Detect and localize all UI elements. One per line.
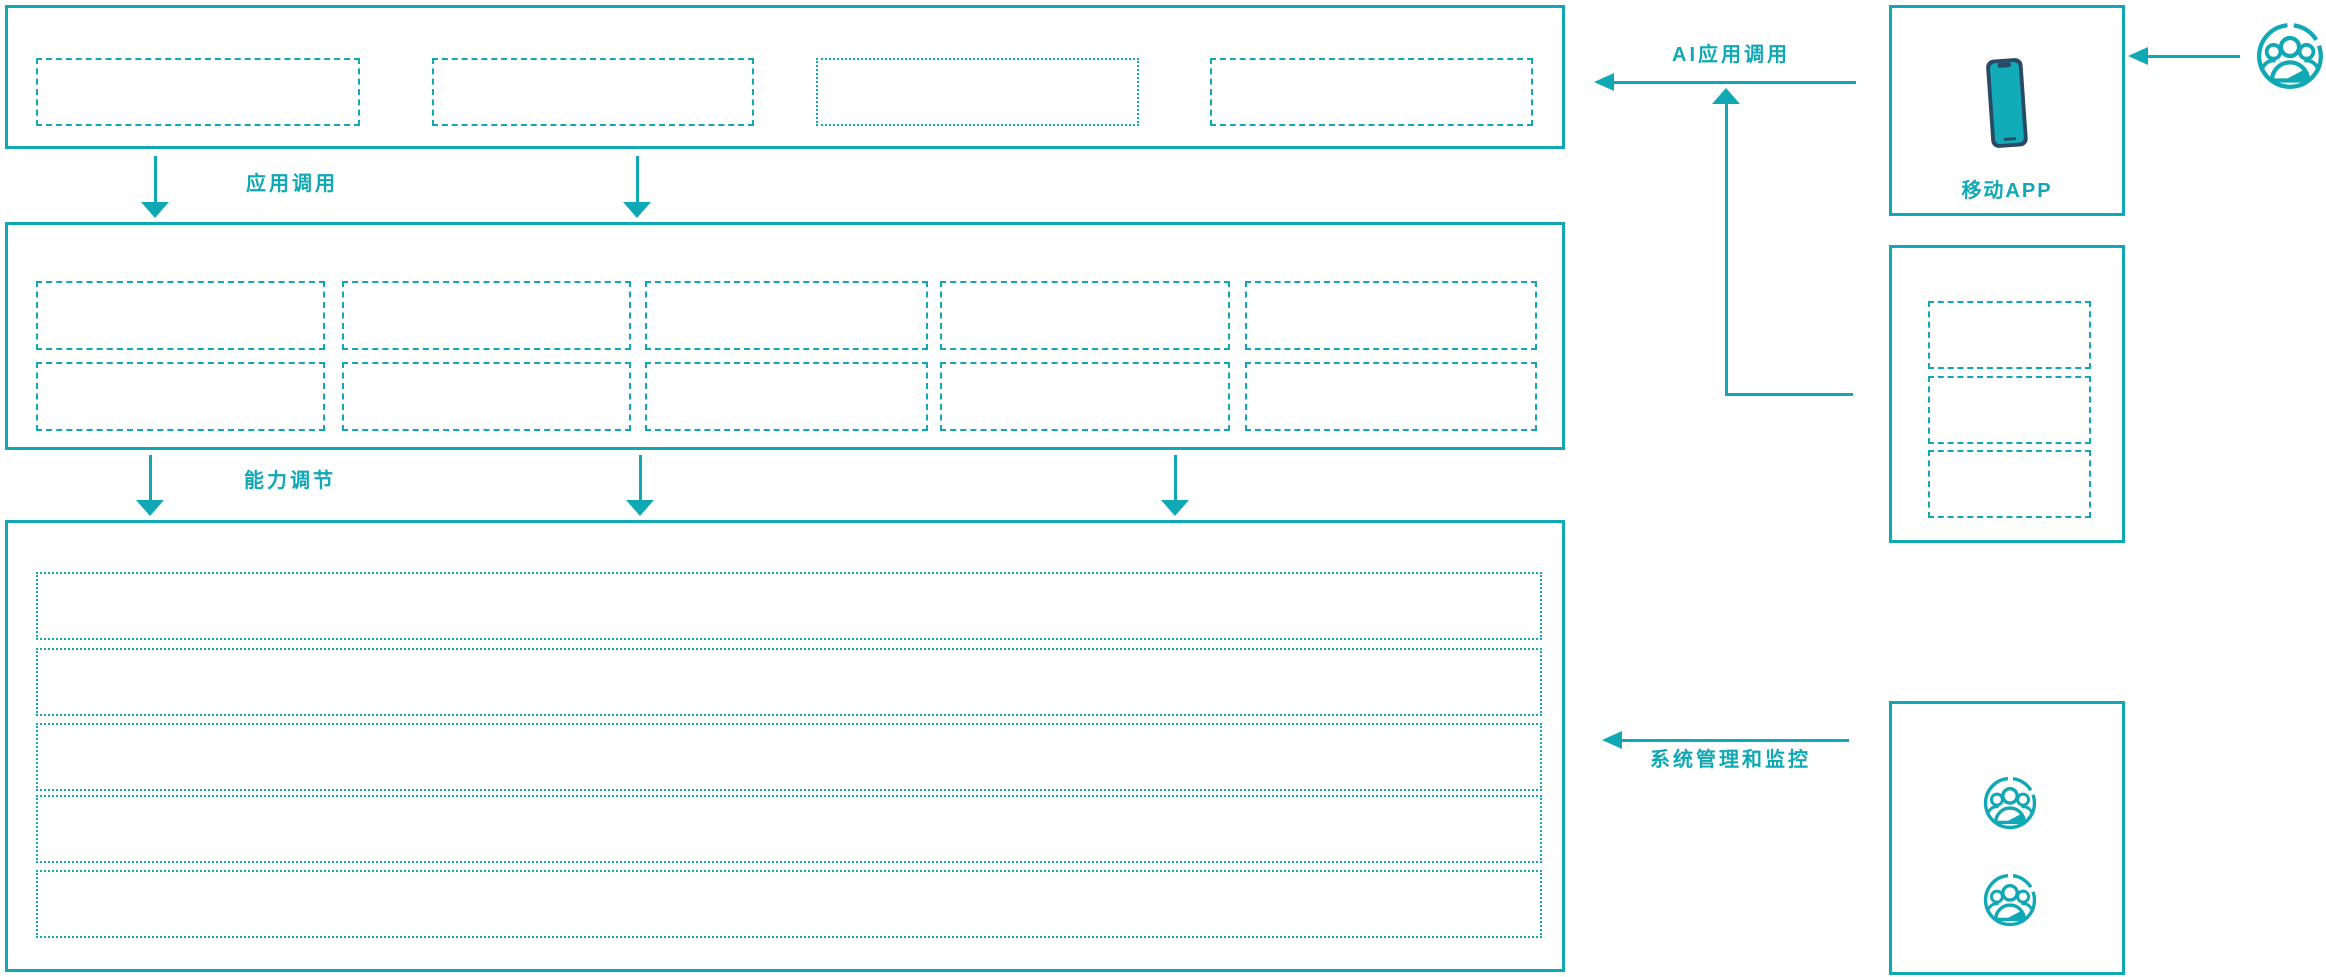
right-middle-slot-2	[1928, 376, 2091, 444]
capability-slot-r1c5	[1245, 281, 1537, 350]
system-monitor-arrowhead	[1602, 731, 1622, 749]
app-slot-2	[432, 58, 754, 126]
capability-slot-r1c3	[645, 281, 928, 350]
ai-app-call-arrow-line	[1614, 81, 1856, 84]
users-group-icon	[1983, 776, 2037, 830]
app-call-arrowhead-1	[141, 202, 169, 218]
capability-arrow-line-2	[639, 455, 642, 502]
capability-arrowhead-3	[1161, 500, 1189, 516]
capability-arrow-line-1	[149, 455, 152, 502]
connector-vertical-line	[1725, 102, 1728, 396]
capability-arrowhead-2	[626, 500, 654, 516]
capability-slot-r1c2	[342, 281, 631, 350]
platform-row-2	[36, 648, 1542, 716]
app-call-arrow-line-2	[636, 156, 639, 204]
users-group-icon	[1983, 873, 2037, 927]
mobile-app-label: 移动APP	[1961, 180, 2053, 202]
user-arrow-line	[2148, 55, 2240, 58]
mobile-app-box: 移动APP	[1889, 5, 2125, 216]
users-group-icon	[2257, 23, 2323, 89]
app-call-label: 应用调用	[246, 173, 338, 195]
system-monitor-arrow-line	[1622, 739, 1849, 742]
app-slot-3	[816, 58, 1139, 126]
capability-arrow-line-3	[1174, 455, 1177, 502]
capability-layer-box	[5, 222, 1565, 450]
ai-app-call-label: AI应用调用	[1672, 44, 1790, 66]
app-call-arrow-line-1	[154, 156, 157, 204]
app-layer-box	[5, 5, 1565, 149]
capability-slot-r1c4	[940, 281, 1230, 350]
system-monitor-label: 系统管理和监控	[1650, 749, 1811, 771]
capability-adjust-label: 能力调节	[244, 470, 336, 492]
user-arrowhead	[2128, 47, 2148, 65]
platform-row-4	[36, 795, 1542, 863]
right-middle-slot-1	[1928, 301, 2091, 369]
platform-row-1	[36, 572, 1542, 640]
connector-horizontal-line	[1725, 393, 1853, 396]
platform-layer-box	[5, 520, 1565, 972]
capability-slot-r1c1	[36, 281, 325, 350]
capability-slot-r2c4	[940, 362, 1230, 431]
app-slot-1	[36, 58, 360, 126]
connector-up-arrowhead	[1712, 88, 1740, 104]
capability-slot-r2c3	[645, 362, 928, 431]
app-slot-4	[1210, 58, 1533, 126]
app-call-arrowhead-2	[623, 202, 651, 218]
right-middle-slot-3	[1928, 450, 2091, 518]
capability-slot-r2c5	[1245, 362, 1537, 431]
monitor-box	[1889, 701, 2125, 975]
ai-app-call-arrowhead	[1594, 73, 1614, 91]
capability-slot-r2c2	[342, 362, 631, 431]
platform-row-5	[36, 870, 1542, 938]
smartphone-icon	[1986, 58, 2028, 148]
capability-arrowhead-1	[136, 500, 164, 516]
right-middle-box	[1889, 245, 2125, 543]
platform-row-3	[36, 723, 1542, 791]
capability-slot-r2c1	[36, 362, 325, 431]
